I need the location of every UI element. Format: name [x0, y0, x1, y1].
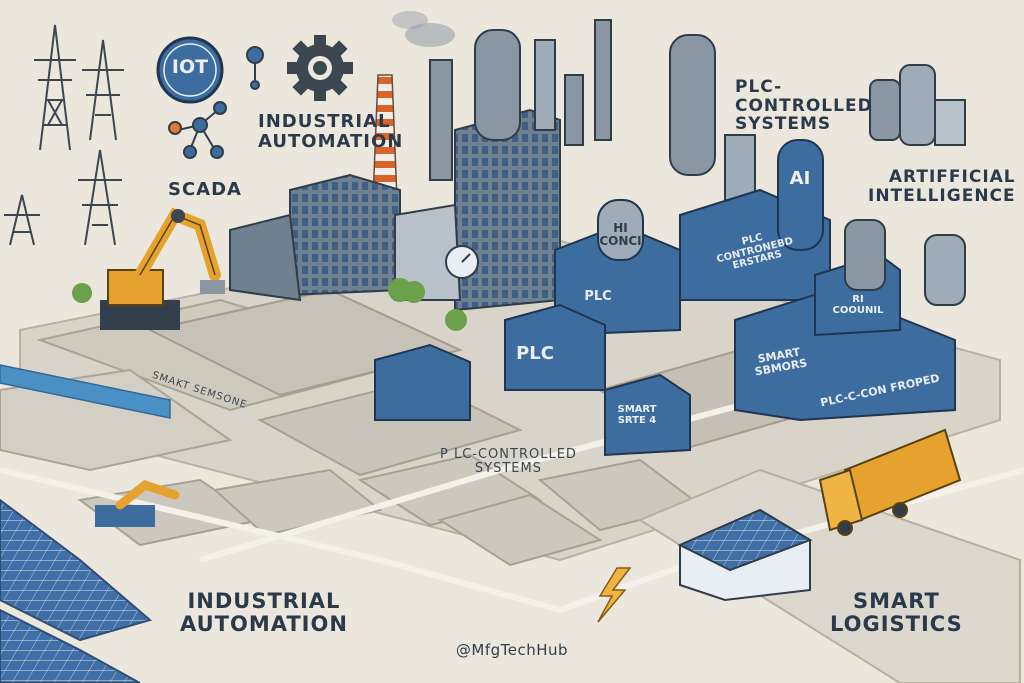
main-factory	[229, 19, 756, 312]
hi-conci-sign: HI CONCI	[599, 221, 642, 248]
scada-label: SCADA	[168, 179, 242, 200]
smart-srte-sign: SMART SRTE 4	[617, 404, 657, 426]
ai-tanks	[844, 64, 966, 306]
iot-badge-label: IOT	[171, 56, 209, 78]
artificial-intelligence-label: ARTIFFICIAL INTELLIGENCE	[868, 167, 1016, 206]
water-channel	[0, 364, 171, 419]
industrial-automation-bottom-label: INDUSTRIAL AUTOMATION	[180, 589, 348, 637]
robotic-arm-small	[95, 479, 180, 527]
solar-panel-icon	[0, 498, 153, 683]
plc-controlled-top-label: PLC- CONTROLLED SYSTEMS	[735, 77, 873, 135]
credit-handle: @MfgTechHub	[455, 641, 569, 659]
plc-center-sign: PLC	[516, 343, 554, 364]
gear-icon	[287, 35, 353, 101]
ai-tank-sign: AI	[789, 168, 811, 189]
robotic-arm-icon	[100, 207, 225, 330]
lightning-bolt-icon	[597, 567, 632, 623]
plc-controlled-mid-label: P LC-CONTROLLED SYSTEMS	[440, 447, 577, 477]
plc-housings	[374, 139, 956, 457]
trees	[72, 278, 467, 331]
delivery-truck-icon	[818, 428, 962, 536]
transmission-tower-icon	[4, 24, 124, 246]
iot-badge-icon	[156, 36, 224, 104]
ri-coounil-sign: RI COOUNIL	[832, 294, 884, 316]
network-nodes-icon	[168, 46, 264, 159]
industrial-automation-top-label: INDUSTRIAL AUTOMATION	[258, 111, 404, 152]
warehouse	[677, 508, 813, 602]
plc-main-sign: PLC	[584, 289, 612, 304]
smart-logistics-label: SMART LOGISTICS	[830, 589, 963, 637]
ground-platforms	[0, 228, 1021, 683]
